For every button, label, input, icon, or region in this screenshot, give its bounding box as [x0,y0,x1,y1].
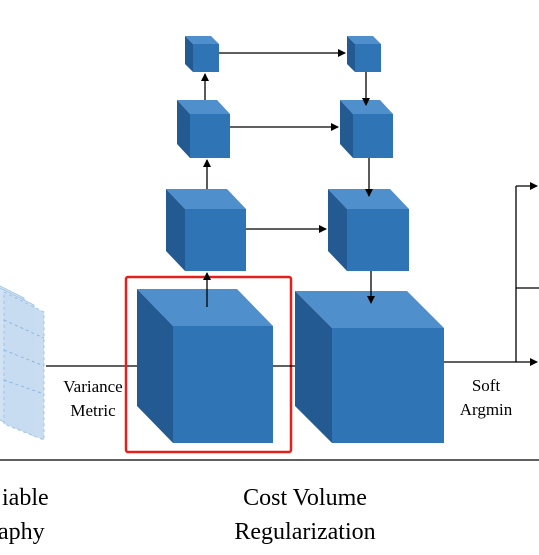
encoder-cube-small [177,100,230,158]
encoder-cube-medium [166,189,246,271]
variance-metric-label-line1: Variance [63,377,122,396]
soft-argmin-label-line2: Argmin [460,400,513,419]
decoder-cube-large [295,291,444,443]
cost-volume-caption-line2: Regularization [234,519,375,545]
decoder-cube-medium [328,189,409,271]
warped-feature-planes [0,285,45,441]
encoder-cube-tiny [185,36,219,72]
cost-volume-caption-line1: Cost Volume [243,485,367,511]
left-caption-line2: aphy [0,519,45,545]
decoder-cube-tiny [347,36,381,72]
soft-argmin-label-line1: Soft [472,376,501,395]
left-caption-line1: iable [2,485,49,511]
decoder-cube-small [340,100,393,158]
encoder-cube-large [137,289,273,443]
variance-metric-label-line2: Metric [70,401,116,420]
